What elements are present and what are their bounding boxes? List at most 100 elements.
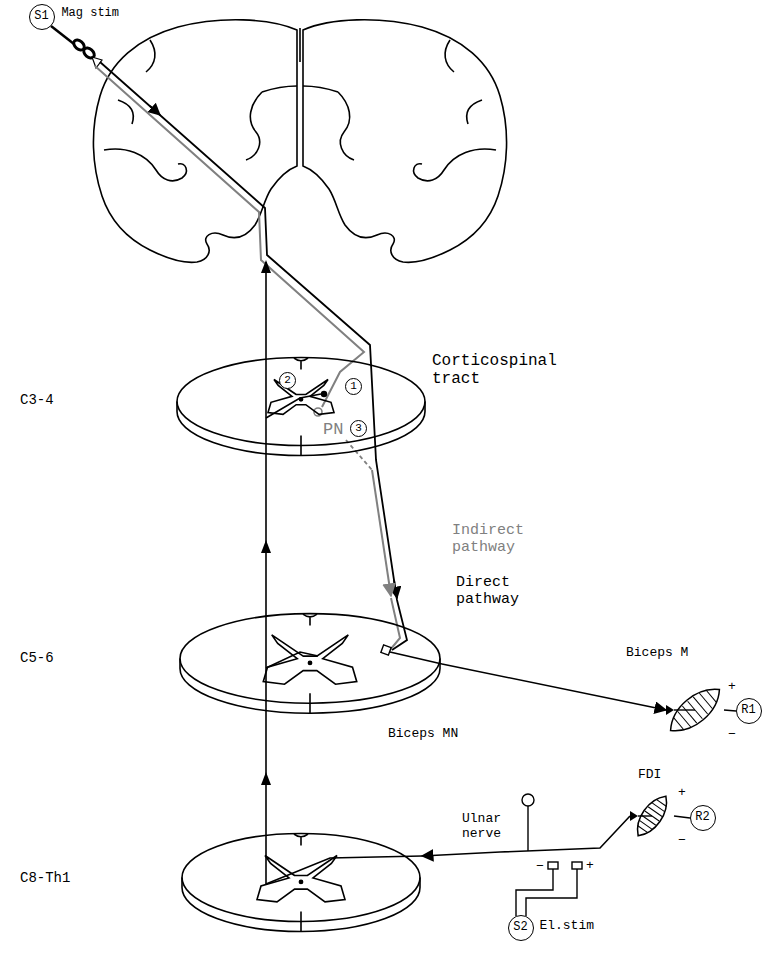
dorsal-septum [294,358,308,370]
ventral-fissure [309,693,311,713]
muscle-fibre [637,825,648,832]
nerve-branch [638,815,652,816]
pathway-label: Indirect pathway [452,522,572,557]
endplate-marker [630,811,638,821]
stimulator-label: Mag stim [61,7,119,21]
indirect-pathway-dashed [346,440,372,470]
corpus-callosum [262,86,297,92]
cord-outline [182,834,420,922]
cord-section-outline [180,828,422,938]
polarity-sign: + [586,859,594,874]
cord-outline [180,614,440,704]
cord-drawing [182,834,420,932]
central-canal [308,661,311,664]
ventral-fissure [300,912,302,932]
ascending-arrow [261,260,271,273]
central-canal [299,398,302,401]
ascending-pathway [265,262,267,884]
stimulator-label: El.stim [539,919,594,934]
spinal-segment: C8-Th1 [180,828,422,938]
muscle-fibre [656,799,667,806]
recording-circle: R1 [736,698,762,724]
segment-label: C3-4 [20,392,54,408]
electrode-wire [674,816,690,818]
polarity-sign: − [536,860,544,875]
midline-fissure [299,28,301,62]
ventricle [246,92,262,160]
stimulator-id: S2 [513,921,527,935]
motoneuron [381,645,391,655]
muscle-fibre [673,717,684,730]
stim-wire [516,869,553,916]
electrode-wire [724,710,736,711]
ventral-fissure [300,436,302,456]
direct-arrow [394,580,397,598]
brain-section [93,20,506,263]
muscle-label: Biceps M [626,646,688,661]
callout-number: 2 [279,372,296,389]
motor-axon [390,652,442,664]
cord-section-outline [175,352,427,462]
cord-thickness [182,878,420,932]
cord-drawing [177,358,425,456]
recording-id: R1 [741,704,755,718]
stimulator-circle: S2El.stim [508,915,534,941]
muscle: FDI [630,790,674,842]
muscle-drawing [630,791,674,842]
central-canal [299,880,302,883]
sylvian-fissure [104,149,186,181]
ascending-arrow [261,772,271,785]
nerve-fibre [422,816,630,856]
muscle-outline [630,790,674,842]
grey-matter [268,380,334,415]
muscle-belly [630,791,674,842]
recording-circle: R2 [690,805,716,831]
dorsal-septum [303,614,317,626]
muscle-fibre [706,690,717,703]
afferent-fibre [266,856,422,884]
cord-drawing [180,614,440,714]
muscle-label: FDI [638,768,661,783]
hemisphere [303,20,507,263]
stim-electrode [548,862,558,869]
grey-matter [263,635,357,684]
indirect-tract-line [95,66,364,407]
coil-wire [51,26,74,44]
neuron-label: PN [323,420,343,440]
pathway-label: Direct pathway [456,574,576,609]
spinal-segment: C3-4 [175,352,427,462]
dorsal-septum [294,834,308,846]
ascending-arrow [261,540,271,553]
grey-matter [257,856,345,902]
stim-electrode [572,862,582,869]
inhibitory-synapse [321,391,327,397]
cord-outline [177,358,425,446]
stimulator-circle: S1Mag stim [29,4,55,30]
polarity-sign: − [678,834,686,849]
nerve-branch [674,709,695,710]
nerve-fibre [442,664,666,710]
indirect-pathway-line [372,470,391,596]
muscle-outline [666,675,724,745]
direct-tract-line [100,62,407,650]
tract-arrow [150,106,160,115]
polarity-sign: − [728,728,736,743]
ganglion-stalk [527,806,528,851]
spinal-segment: C5-6 [178,608,442,720]
nerve-label: Ulnar nerve [462,812,512,842]
cord-thickness [180,658,440,713]
sulcus [146,40,155,72]
muscle-belly [662,680,727,741]
cord-thickness [177,402,425,456]
tract-label: Corticospinal tract [432,352,572,389]
segment-label: C8-Th1 [20,870,70,886]
endplate-marker [666,705,674,715]
polarity-sign: + [678,786,686,801]
dorsal-root-ganglion [522,794,534,806]
segment-label: C5-6 [20,650,54,666]
polarity-sign: + [728,680,736,695]
recording-id: R2 [695,811,709,825]
muscle-fibre [682,706,696,723]
nerve-label: Biceps MN [388,727,458,742]
